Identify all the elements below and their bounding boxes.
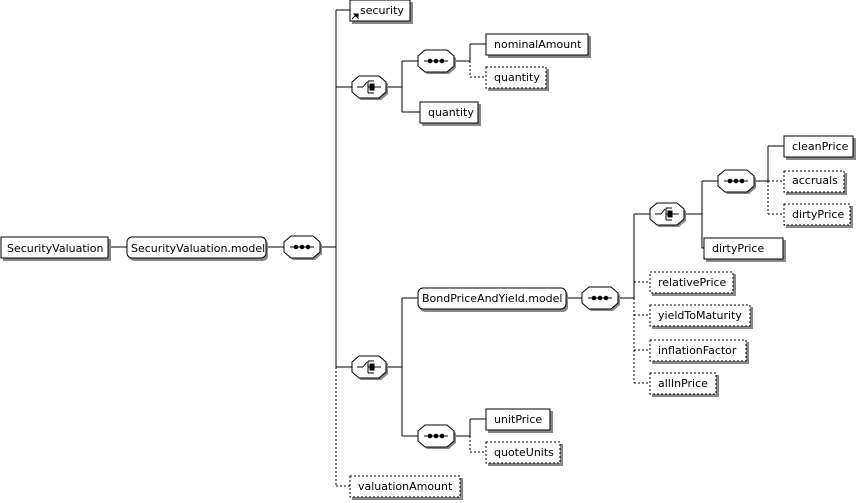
element-security[interactable]: security [349,0,413,24]
group-bond-price-and-yield-model[interactable]: BondPriceAndYield.model [417,287,568,312]
element-root[interactable]: SecurityValuation [0,236,111,261]
svg-text:quoteUnits: quoteUnits [494,446,554,459]
sequence-compositor-icon [588,295,612,301]
svg-text:dirtyPrice: dirtyPrice [792,208,844,221]
choice-compositor-icon [357,80,381,94]
svg-text:unitPrice: unitPrice [494,413,542,426]
choice-compositor-icon [357,360,381,374]
element-inflation-factor[interactable]: inflationFactor [649,339,749,364]
svg-text:valuationAmount: valuationAmount [358,480,453,493]
choice-compositor-1[interactable] [351,75,388,100]
sequence-compositor-icon [724,178,748,184]
choice-compositor-3[interactable] [649,202,686,227]
svg-text:BondPriceAndYield.model: BondPriceAndYield.model [422,292,562,305]
svg-text:nominalAmount: nominalAmount [494,38,582,51]
sequence-compositor-icon [290,244,314,250]
svg-text:allInPrice: allInPrice [658,377,708,390]
svg-text:relativePrice: relativePrice [658,276,727,289]
element-dirty-price[interactable]: dirtyPrice [703,237,786,262]
element-quantity[interactable]: quantity [419,101,481,126]
choice-compositor-2[interactable] [351,355,388,380]
group-security-valuation-model[interactable]: SecurityValuation.model [126,236,268,261]
sequence-compositor-main[interactable] [283,235,322,260]
element-all-in-price[interactable]: allInPrice [649,372,719,397]
svg-text:accruals: accruals [792,174,838,187]
element-accruals[interactable]: accruals [783,170,847,195]
sequence-compositor-icon [424,433,448,439]
svg-text:yieldToMaturity: yieldToMaturity [658,309,742,322]
element-clean-price[interactable]: cleanPrice [783,135,856,160]
connectors [108,9,784,487]
element-valuation-amount[interactable]: valuationAmount [349,475,463,500]
element-nominal-amount[interactable]: nominalAmount [485,33,591,58]
reference-arrow-icon [351,13,359,20]
sequence-compositor-icon [424,58,448,64]
sequence-compositor-5[interactable] [717,169,756,194]
svg-text:inflationFactor: inflationFactor [658,344,737,357]
sequence-compositor-3[interactable] [581,286,620,311]
element-quantity-optional[interactable]: quantity [485,66,549,91]
svg-text:SecurityValuation: SecurityValuation [7,242,103,255]
svg-text:quantity: quantity [494,71,540,84]
element-unit-price[interactable]: unitPrice [485,408,553,433]
sequence-compositor-2[interactable] [417,49,456,74]
choice-compositor-icon [655,207,679,221]
svg-text:quantity: quantity [428,106,474,119]
element-yield-to-maturity[interactable]: yieldToMaturity [649,304,753,329]
svg-text:dirtyPrice: dirtyPrice [712,242,764,255]
svg-text:security: security [360,4,404,17]
element-relative-price[interactable]: relativePrice [649,271,736,296]
element-quote-units[interactable]: quoteUnits [485,441,563,466]
element-dirty-price-optional[interactable]: dirtyPrice [783,203,853,228]
svg-text:cleanPrice: cleanPrice [792,140,849,153]
sequence-compositor-4[interactable] [417,424,456,449]
svg-text:SecurityValuation.model: SecurityValuation.model [131,242,265,255]
